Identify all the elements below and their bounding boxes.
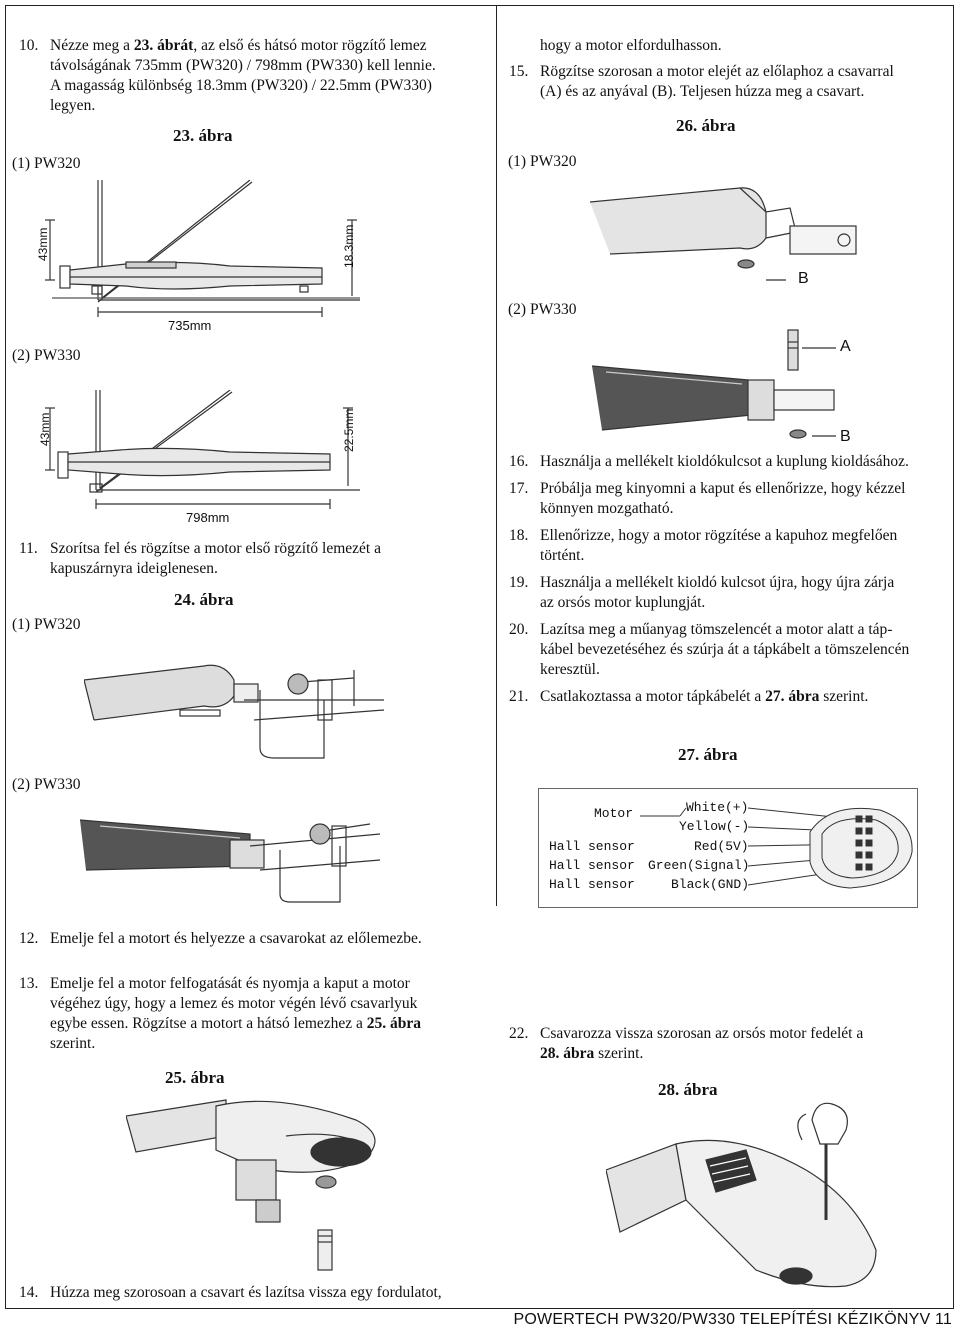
item-20-line-1: Lazítsa meg a műanyag tömszelencét a mot…	[540, 621, 893, 638]
figure-27-wire-red: Red(5V)	[694, 839, 749, 854]
figure-23-pw320-drawing	[45, 180, 360, 317]
figure-23-dim-18-3mm: 18.3mm	[342, 224, 356, 268]
item-10-line-2: távolságának 735mm (PW320) / 798mm (PW33…	[50, 57, 436, 74]
figure-27-wiring-box	[538, 788, 918, 908]
item-21-number: 21.	[509, 688, 529, 705]
column-divider	[496, 6, 497, 906]
item-10-line-1: Nézze meg a 23. ábrát, az első és hátsó …	[50, 37, 427, 54]
item-10-number: 10.	[19, 37, 39, 54]
item-15-line-1: Rögzítse szorosan a motor elejét az elől…	[540, 63, 894, 80]
item-13-line-4: szerint.	[50, 1035, 96, 1052]
item-10-line-3: A magasság különbség 18.3mm (PW320) / 22…	[50, 77, 432, 94]
item-22-line-1: Csavarozza vissza szorosan az orsós moto…	[540, 1025, 864, 1042]
figure-27-wire-white: White(+)	[686, 800, 749, 815]
figure-23-label-pw330: (2) PW330	[12, 347, 81, 364]
item-11-number: 11.	[19, 540, 38, 557]
figure-24-label-pw330: (2) PW330	[12, 776, 81, 793]
figure-24-pw330-drawing	[80, 819, 381, 903]
item-20-number: 20.	[509, 621, 529, 638]
figure-26-label-b-bottom: B	[840, 428, 851, 445]
item-16-text: Használja a mellékelt kioldókulcsot a ku…	[540, 453, 909, 470]
figure-27-caption: 27. ábra	[678, 745, 738, 764]
figure-27-motor-label: Motor	[594, 806, 634, 821]
item-12-text: Emelje fel a motort és helyezze a csavar…	[50, 930, 422, 947]
figure-26-caption: 26. ábra	[676, 116, 736, 135]
item-19-line-2: az orsós motor kuplungját.	[540, 594, 706, 611]
figure-26-label-pw330: (2) PW330	[508, 301, 577, 318]
figure-27-wire-black: Black(GND)	[671, 877, 750, 892]
item-13-line-2: végéhez úgy, hogy a lemez és motor végén…	[50, 995, 418, 1012]
figure-27-hall-sensor-3: Hall sensor	[549, 877, 635, 892]
figure-28-caption: 28. ábra	[658, 1080, 718, 1099]
item-16-number: 16.	[509, 453, 529, 470]
item-11-line-2: kapuszárnyra ideiglenesen.	[50, 560, 218, 577]
item-10-line-4: legyen.	[50, 97, 96, 114]
figure-26-label-b-top: B	[798, 270, 809, 287]
figure-23-dim-22-5mm: 22.5mm	[342, 408, 356, 452]
page-footer: POWERTECH PW320/PW330 TELEPÍTÉSI KÉZIKÖN…	[513, 1311, 952, 1328]
item-14-continuation: hogy a motor elfordulhasson.	[540, 37, 722, 54]
item-14-text: Húzza meg szorosoan a csavart és lazítsa…	[50, 1284, 442, 1301]
item-18-line-1: Ellenőrizze, hogy a motor rögzítése a ka…	[540, 527, 898, 544]
figure-26-label-pw320: (1) PW320	[508, 153, 577, 170]
figure-27-wire-green: Green(Signal)	[648, 858, 750, 873]
item-13-line-1: Emelje fel a motor felfogatását és nyomj…	[50, 975, 410, 992]
item-22-number: 22.	[509, 1025, 529, 1042]
figure-24-caption: 24. ábra	[174, 590, 234, 609]
figure-23-dim-735mm: 735mm	[168, 318, 212, 333]
figure-28-drawing	[606, 1102, 877, 1288]
figure-23-dim-43mm-b: 43mm	[38, 412, 52, 446]
item-13-number: 13.	[19, 975, 39, 992]
figure-25-drawing	[126, 1099, 376, 1271]
figure-27-hall-sensor-1: Hall sensor	[549, 839, 635, 854]
figure-27-wire-yellow: Yellow(-)	[679, 819, 750, 834]
item-13-line-3: egybe essen. Rögzítse a motort a hátsó l…	[50, 1015, 422, 1032]
page-border	[5, 5, 954, 1309]
item-17-number: 17.	[509, 480, 529, 497]
item-19-number: 19.	[509, 574, 529, 591]
figure-23-pw330-drawing	[45, 390, 360, 509]
figure-23-label-pw320: (1) PW320	[12, 155, 81, 172]
figure-26-pw330-drawing	[592, 329, 836, 439]
figure-23-dim-798mm: 798mm	[186, 510, 230, 525]
item-18-number: 18.	[509, 527, 529, 544]
figure-27-hall-sensor-2: Hall sensor	[549, 858, 635, 873]
item-14-number: 14.	[19, 1284, 39, 1301]
figure-26-pw320-drawing	[590, 187, 857, 281]
figure-26-label-a: A	[840, 338, 851, 355]
item-19-line-1: Használja a mellékelt kioldó kulcsot újr…	[540, 574, 895, 591]
figure-24-pw320-drawing	[84, 664, 385, 759]
item-21-text: Csatlakoztassa a motor tápkábelét a 27. …	[540, 688, 869, 705]
item-15-line-2: (A) és az anyával (B). Teljesen húzza me…	[540, 83, 865, 100]
figure-25-caption: 25. ábra	[165, 1068, 225, 1087]
item-17-line-1: Próbálja meg kinyomni a kaput és ellenőr…	[540, 480, 906, 497]
figure-27-connector-drawing	[640, 807, 913, 889]
item-20-line-3: keresztül.	[540, 661, 600, 678]
item-12-number: 12.	[19, 930, 39, 947]
item-11-line-1: Szorítsa fel és rögzítse a motor első rö…	[50, 540, 381, 557]
item-15-number: 15.	[509, 63, 529, 80]
item-18-line-2: történt.	[540, 547, 585, 564]
figure-23-caption: 23. ábra	[173, 126, 233, 145]
item-22-line-2: 28. ábra szerint.	[540, 1045, 644, 1062]
item-17-line-2: könnyen mozgatható.	[540, 500, 674, 517]
figure-24-label-pw320: (1) PW320	[12, 616, 81, 633]
item-20-line-2: kábel bevezetéséhez és szúrja át a tápká…	[540, 641, 910, 658]
